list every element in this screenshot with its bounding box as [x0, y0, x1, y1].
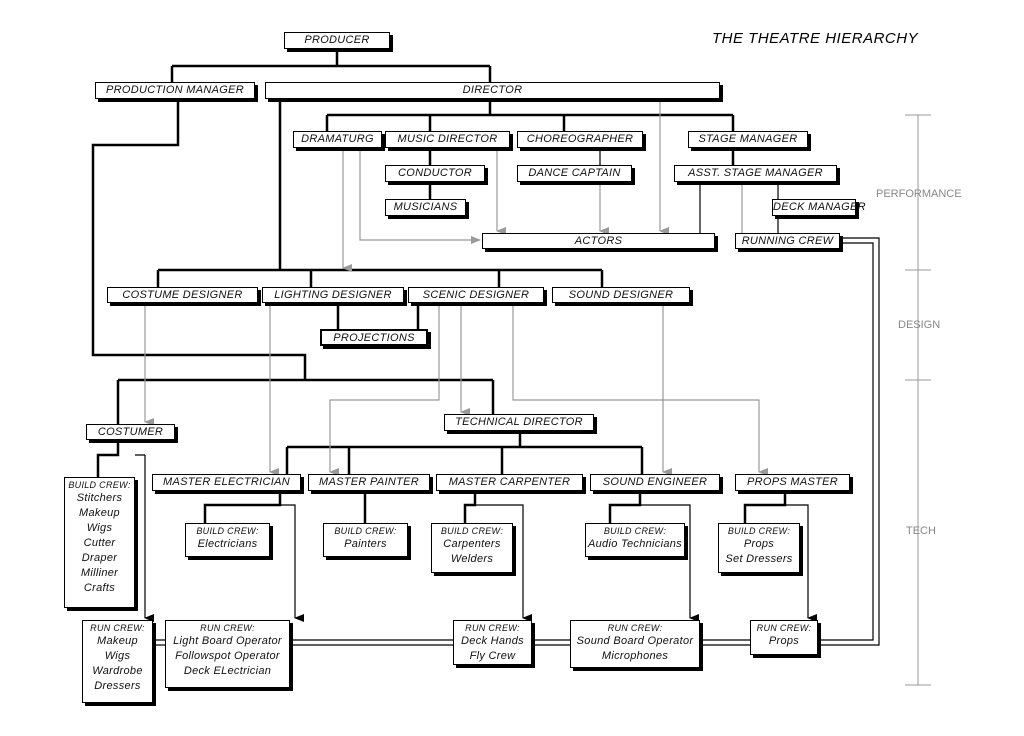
node-running-crew[interactable]: RUNNING CREW	[735, 233, 840, 249]
crew-member: Deck Hands	[461, 635, 524, 647]
run-crew-heading: RUN CREW:	[465, 623, 520, 633]
node-costumer[interactable]: COSTUMER	[86, 424, 175, 440]
node-costume-designer[interactable]: COSTUME DESIGNER	[107, 287, 258, 303]
node-actors[interactable]: ACTORS	[482, 233, 715, 249]
node-scenic-designer[interactable]: SCENIC DESIGNER	[408, 287, 544, 303]
build-crew-audio[interactable]: BUILD CREW: Audio Technicians	[585, 523, 685, 557]
node-technical-director[interactable]: TECHNICAL DIRECTOR	[444, 414, 594, 431]
node-choreographer[interactable]: CHOREOGRAPHER	[517, 131, 643, 148]
scale-label-design: DESIGN	[898, 319, 941, 331]
node-sound-designer[interactable]: SOUND DESIGNER	[552, 287, 690, 303]
crew-member: Microphones	[601, 650, 669, 662]
build-crew-electric[interactable]: BUILD CREW: Electricians	[185, 523, 270, 557]
crew-member: Props	[743, 538, 775, 550]
scale-label-performance: PERFORMANCE	[876, 188, 962, 200]
crew-member: Set Dressers	[725, 553, 793, 565]
build-crew-paint[interactable]: BUILD CREW: Painters	[323, 523, 408, 557]
crew-member: Milliner	[80, 567, 119, 579]
crew-member: Deck ELectrician	[183, 665, 272, 677]
node-asst-stage-manager[interactable]: ASST. STAGE MANAGER	[674, 165, 837, 182]
crew-member: Wigs	[104, 650, 131, 662]
crew-member: Welders	[450, 553, 494, 565]
crew-member: Audio Technicians	[588, 538, 682, 550]
run-crew-heading: RUN CREW:	[90, 623, 145, 633]
node-master-electrician[interactable]: MASTER ELECTRICIAN	[152, 474, 301, 491]
crew-member: Dressers	[94, 680, 141, 692]
scale-label-tech: TECH	[906, 525, 936, 537]
node-dramaturg[interactable]: DRAMATURG	[293, 131, 382, 148]
node-deck-manager[interactable]: DECK MANAGER	[772, 199, 866, 216]
run-crew-deck[interactable]: RUN CREW: Deck Hands Fly Crew	[453, 620, 532, 665]
build-crew-carpentry[interactable]: BUILD CREW: Carpenters Welders	[431, 523, 513, 573]
build-crew-props[interactable]: BUILD CREW: Props Set Dressers	[718, 523, 800, 573]
node-props-master[interactable]: PROPS MASTER	[735, 474, 850, 491]
crew-member: Painters	[344, 538, 387, 550]
build-crew-costume[interactable]: BUILD CREW: Stitchers Makeup Wigs Cutter…	[64, 477, 135, 608]
crew-member: Wardrobe	[92, 665, 143, 677]
node-stage-manager[interactable]: STAGE MANAGER	[688, 131, 808, 148]
node-producer[interactable]: PRODUCER	[284, 32, 390, 49]
node-master-carpenter[interactable]: MASTER CARPENTER	[436, 474, 583, 491]
build-crew-heading: BUILD CREW:	[727, 526, 791, 536]
run-crew-costume[interactable]: RUN CREW: Makeup Wigs Wardrobe Dressers	[82, 620, 153, 703]
run-crew-sound[interactable]: RUN CREW: Sound Board Operator Microphon…	[570, 620, 700, 668]
node-director[interactable]: DIRECTOR	[265, 82, 720, 99]
node-musicians[interactable]: MUSICIANS	[385, 199, 466, 216]
crew-member: Light Board Operator	[173, 635, 282, 647]
build-crew-heading: BUILD CREW:	[334, 526, 397, 536]
build-crew-heading: BUILD CREW:	[440, 526, 504, 536]
crew-member: Draper	[81, 552, 118, 564]
run-crew-heading: RUN CREW:	[756, 623, 812, 633]
crew-member: Props	[768, 635, 800, 647]
node-lighting-designer[interactable]: LIGHTING DESIGNER	[262, 287, 404, 303]
node-dance-captain[interactable]: DANCE CAPTAIN	[517, 165, 632, 182]
node-production-manager[interactable]: PRODUCTION MANAGER	[95, 82, 255, 99]
crew-member: Wigs	[86, 522, 113, 534]
crew-member: Followspot Operator	[175, 650, 280, 662]
crew-member: Electricians	[197, 538, 258, 550]
run-crew-props[interactable]: RUN CREW: Props	[750, 620, 818, 655]
run-crew-heading: RUN CREW:	[200, 623, 255, 633]
node-sound-engineer[interactable]: SOUND ENGINEER	[590, 474, 720, 491]
node-master-painter[interactable]: MASTER PAINTER	[308, 474, 430, 491]
run-crew-lighting[interactable]: RUN CREW: Light Board Operator Followspo…	[165, 620, 290, 688]
node-projections[interactable]: PROJECTIONS	[320, 329, 428, 346]
build-crew-heading: BUILD CREW:	[196, 526, 259, 536]
build-crew-heading: BUILD CREW:	[68, 480, 131, 490]
crew-member: Makeup	[79, 507, 120, 519]
crew-member: Stitchers	[76, 492, 123, 504]
crew-member: Fly Crew	[469, 650, 516, 662]
diagram-title: THE THEATRE HIERARCHY	[712, 30, 919, 47]
crew-member: Carpenters	[443, 538, 501, 550]
build-crew-heading: BUILD CREW:	[603, 526, 667, 536]
crew-member: Cutter	[83, 537, 116, 549]
crew-member: Sound Board Operator	[576, 635, 694, 647]
crew-member: Crafts	[83, 582, 116, 594]
crew-member: Makeup	[97, 635, 138, 647]
run-crew-heading: RUN CREW:	[607, 623, 663, 633]
node-music-director[interactable]: MUSIC DIRECTOR	[385, 131, 510, 148]
node-conductor[interactable]: CONDUCTOR	[385, 165, 485, 182]
